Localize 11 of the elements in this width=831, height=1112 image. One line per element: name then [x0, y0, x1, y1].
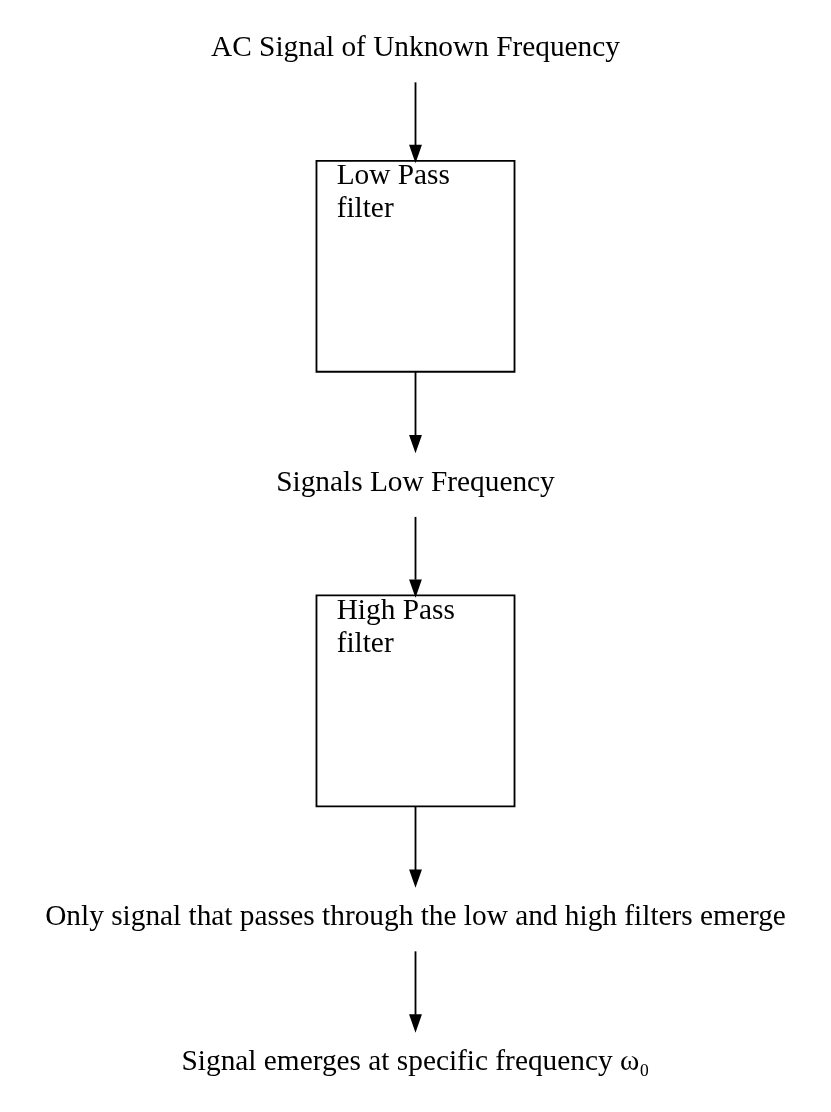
node-text: Signals Low Frequency [276, 464, 555, 497]
node-text: AC Signal of Unknown Frequency [211, 29, 620, 62]
arrow [409, 805, 422, 888]
node-box: High Pass filter [315, 594, 516, 808]
arrow [409, 516, 422, 598]
arrow [409, 81, 422, 164]
arrow [409, 370, 422, 454]
node-text: Signal emerges at specific frequency ω₀ [181, 1043, 650, 1076]
arrow [409, 950, 422, 1033]
node-box: Low Pass filter [315, 159, 516, 373]
node-text: Only signal that passes through the low and high filters emerge [45, 899, 786, 932]
